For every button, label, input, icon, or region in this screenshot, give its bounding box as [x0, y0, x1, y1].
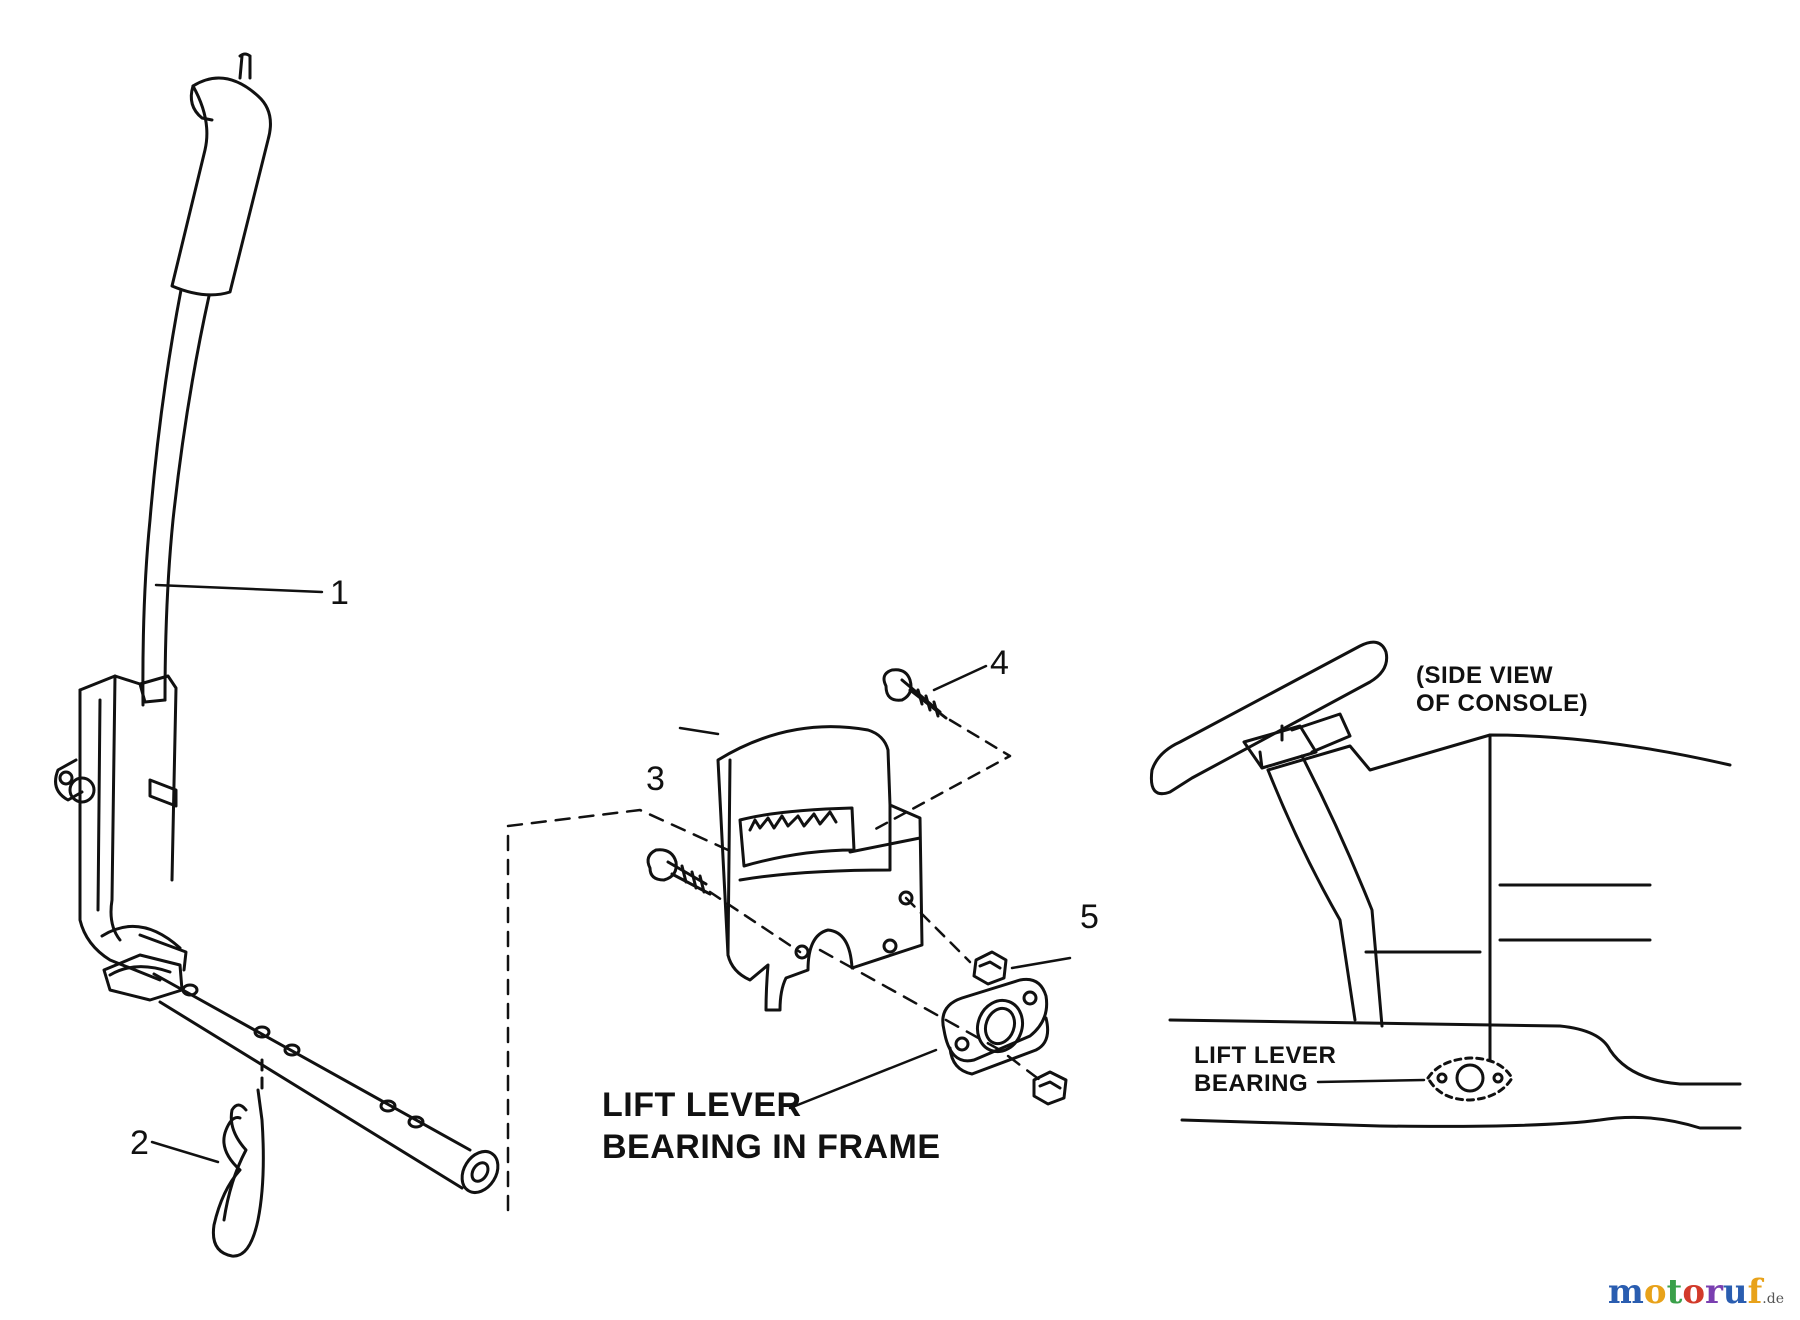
dash-bolt4-path: [868, 718, 1012, 834]
carriage-bolt: [646, 848, 712, 896]
dash-nut-path: [904, 896, 972, 964]
leader-line-4: [932, 664, 988, 692]
part-3-quadrant-plate: [716, 725, 924, 1012]
caption-bearing-in-frame-line2: BEARING IN FRAME: [602, 1128, 941, 1166]
watermark-logo: motoruf.de: [1608, 1272, 1784, 1312]
leader-line-bearing-in-frame: [788, 1048, 938, 1110]
leader-line-lift-bearing: [1316, 1078, 1426, 1084]
watermark-letter: u: [1722, 1272, 1748, 1312]
callout-4: 4: [990, 644, 1009, 682]
leader-line-1: [154, 583, 324, 594]
part-1-lift-lever: [54, 52, 500, 1194]
watermark-letter: o: [1682, 1272, 1705, 1312]
watermark-letter: o: [1643, 1272, 1667, 1312]
leader-line-5: [1010, 956, 1072, 970]
callout-5: 5: [1080, 898, 1099, 936]
console-side-view: [1149, 640, 1742, 1130]
callout-3: 3: [646, 760, 665, 798]
callout-2: 2: [130, 1124, 149, 1162]
part-5-nut: [972, 950, 1008, 986]
dash-bolt-path: [708, 890, 802, 954]
watermark-letter: r: [1705, 1272, 1723, 1312]
caption-lift-bearing-line1: LIFT LEVER: [1194, 1042, 1337, 1069]
watermark-letter: t: [1666, 1272, 1683, 1312]
watermark-letters: motoruf: [1608, 1272, 1762, 1312]
caption-console-view-line2: OF CONSOLE): [1416, 690, 1589, 717]
watermark-tld: .de: [1762, 1291, 1784, 1307]
dash-rod-path: [506, 808, 730, 1212]
watermark-letter: m: [1607, 1272, 1644, 1312]
lower-nut: [1032, 1070, 1068, 1106]
leader-line-2: [150, 1140, 220, 1164]
caption-bearing-in-frame-line1: LIFT LEVER: [602, 1086, 802, 1124]
caption-console-view-line1: (SIDE VIEW: [1416, 662, 1554, 689]
watermark-letter: f: [1747, 1272, 1763, 1312]
caption-lift-bearing-line2: BEARING: [1194, 1070, 1309, 1097]
leader-line-3: [678, 726, 720, 736]
lift-lever-bearing-flange: [941, 977, 1050, 1076]
part-2-hairpin-clip: [211, 1058, 265, 1258]
part-4-bolt: [882, 668, 948, 720]
callout-1: 1: [330, 574, 349, 612]
